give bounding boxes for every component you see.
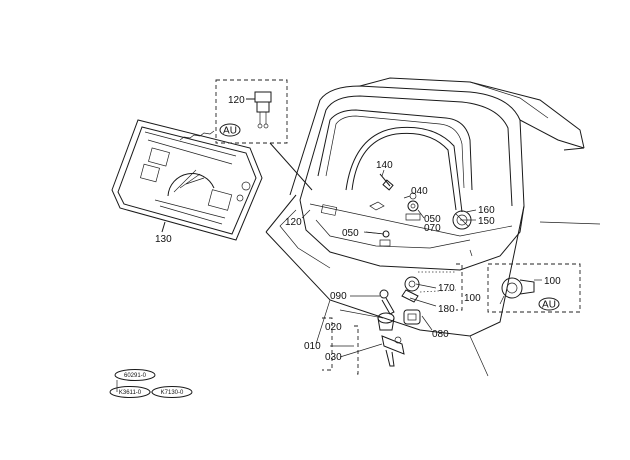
serial-oval-top (114, 369, 156, 381)
label-030: 030 (325, 352, 342, 363)
label-130: 130 (155, 234, 172, 245)
switch-100-box (487, 263, 581, 313)
connector-080 (403, 309, 421, 325)
au-badge-2-text: AU (542, 300, 556, 311)
label-150: 150 (478, 216, 495, 227)
key-090 (379, 289, 395, 315)
label-050-right: 050 (424, 214, 441, 225)
label-050-left: 050 (342, 228, 359, 239)
ignition-assembly (322, 312, 405, 375)
label-170: 170 (438, 283, 455, 294)
key-switch-170-180 (401, 271, 457, 303)
label-120-body: 120 (285, 217, 302, 228)
serial-block: 60291-0 K3611-0 K7130-0 (109, 369, 193, 398)
serial-left: K3611-0 (119, 390, 142, 396)
label-100-au: 100 (544, 276, 561, 287)
switch-120-box (215, 79, 288, 144)
label-140: 140 (376, 160, 393, 171)
label-120-top: 120 (228, 95, 245, 106)
au-badge-1: AU (219, 123, 241, 137)
label-020: 020 (325, 322, 342, 333)
serial-top: 60291-0 (124, 373, 147, 379)
au-badge-2: AU (538, 297, 560, 311)
label-090: 090 (330, 291, 347, 302)
body-panel (265, 77, 601, 377)
leader-lines (301, 169, 542, 358)
switch-cluster (363, 192, 421, 247)
label-010: 010 (304, 341, 321, 352)
label-040: 040 (411, 186, 428, 197)
au-badge-1-text: AU (223, 126, 237, 137)
label-180: 180 (438, 304, 455, 315)
label-100-key: 100 (464, 293, 481, 304)
instrument-panel (111, 119, 263, 241)
label-070: 070 (424, 223, 441, 234)
label-160: 160 (478, 205, 495, 216)
cable-140 (345, 126, 463, 213)
label-080: 080 (432, 329, 449, 340)
serial-right: K7130-0 (161, 390, 184, 396)
